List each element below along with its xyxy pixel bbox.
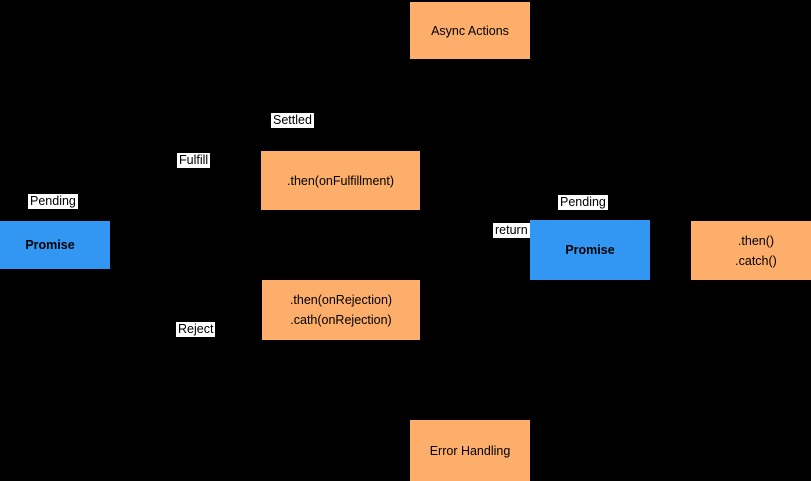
node-then-onfulfillment-label: .then(onFulfillment)	[287, 173, 394, 188]
node-error-handling: Error Handling	[410, 420, 530, 481]
node-then-catch-line1: .then()	[737, 233, 775, 248]
state-label-pending-left: Pending	[28, 194, 78, 209]
node-promise-left: Promise	[0, 221, 110, 269]
node-promise-left-label: Promise	[25, 238, 75, 252]
node-then-onrejection: .then(onRejection) .cath(onRejection)	[262, 280, 420, 340]
state-label-fulfill: Fulfill	[177, 153, 211, 168]
node-error-handling-label: Error Handling	[429, 443, 511, 458]
node-then-catch: .then() .catch()	[691, 221, 811, 280]
node-async-actions: Async Actions	[410, 2, 530, 59]
node-then-onfulfillment: .then(onFulfillment)	[261, 151, 420, 210]
node-promise-right: Promise	[530, 220, 650, 280]
node-then-onrejection-line2: .cath(onRejection)	[290, 313, 392, 327]
state-label-return: return	[493, 223, 530, 238]
node-then-catch-line2: .catch()	[735, 253, 777, 268]
node-async-actions-label: Async Actions	[431, 23, 509, 38]
state-label-settled: Settled	[271, 113, 314, 128]
node-then-onrejection-line1: .then(onRejection)	[289, 293, 393, 307]
state-label-pending-right: Pending	[558, 195, 608, 210]
node-promise-right-label: Promise	[565, 243, 615, 257]
state-label-reject: Reject	[176, 322, 216, 337]
